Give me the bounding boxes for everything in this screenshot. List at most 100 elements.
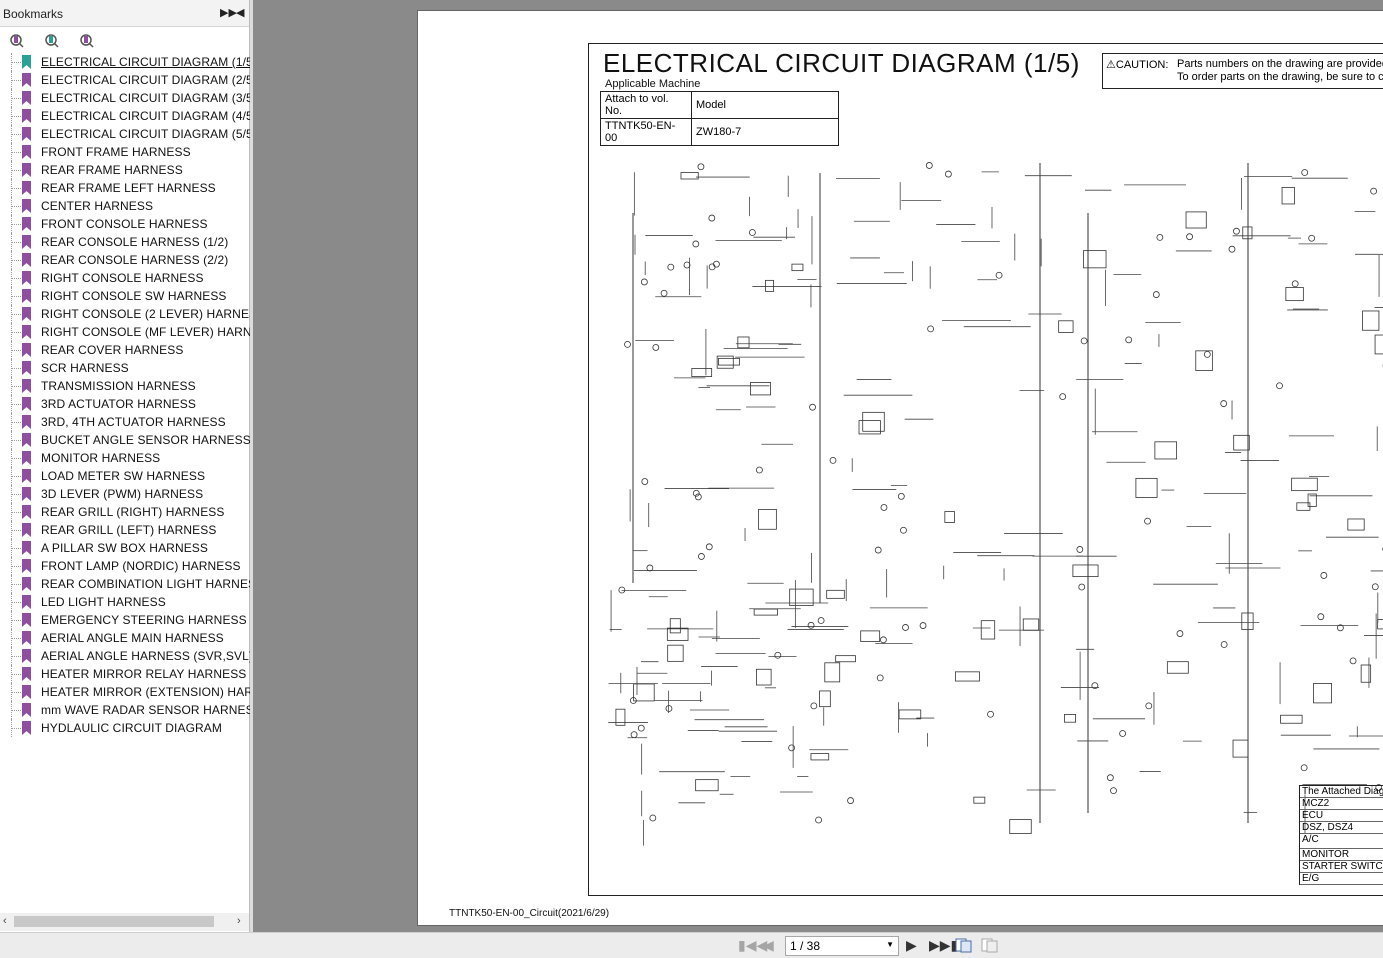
bookmark-item[interactable]: REAR COMBINATION LIGHT HARNESS [0, 575, 249, 593]
bookmark-item[interactable]: FRONT CONSOLE HARNESS [0, 215, 249, 233]
bookmark-item[interactable]: SCR HARNESS [0, 359, 249, 377]
bookmark-icon [22, 379, 31, 393]
bookmark-item[interactable]: RIGHT CONSOLE (MF LEVER) HARNES [0, 323, 249, 341]
bookmark-item[interactable]: REAR GRILL (RIGHT) HARNESS [0, 503, 249, 521]
bookmark-item[interactable]: BUCKET ANGLE SENSOR HARNESS [0, 431, 249, 449]
page-number-select[interactable]: 1 / 38 ▼ [785, 936, 899, 956]
schematic-mark [698, 164, 704, 170]
bookmark-item[interactable]: REAR FRAME HARNESS [0, 161, 249, 179]
horizontal-scrollbar[interactable]: ‹ › [0, 913, 249, 931]
back-view-icon[interactable] [955, 938, 973, 953]
next-page-icon[interactable]: ▶ [906, 937, 917, 954]
bookmark-item[interactable]: ELECTRICAL CIRCUIT DIAGRAM (5/5) [0, 125, 249, 143]
schematic-mark [638, 725, 644, 731]
schematic-mark [616, 709, 625, 725]
scroll-left-icon[interactable]: ‹ [3, 915, 7, 927]
prev-page-icon[interactable]: ◀ [763, 937, 774, 954]
tree-connector [11, 215, 22, 233]
bookmark-icon [22, 469, 31, 483]
bookmark-item[interactable]: 3RD, 4TH ACTUATOR HARNESS [0, 413, 249, 431]
tree-connector [11, 611, 22, 629]
bookmark-item[interactable]: RIGHT CONSOLE SW HARNESS [0, 287, 249, 305]
bookmark-item[interactable]: RIGHT CONSOLE HARNESS [0, 269, 249, 287]
bookmark-item[interactable]: REAR CONSOLE HARNESS (2/2) [0, 251, 249, 269]
schematic-mark [1010, 820, 1032, 834]
schematic-mark [1081, 338, 1087, 344]
schematic-mark [625, 341, 631, 347]
bookmark-item[interactable]: FRONT LAMP (NORDIC) HARNESS [0, 557, 249, 575]
bookmark-item[interactable]: LOAD METER SW HARNESS [0, 467, 249, 485]
bookmark-item[interactable]: REAR COVER HARNESS [0, 341, 249, 359]
bookmark-item[interactable]: MONITOR HARNESS [0, 449, 249, 467]
schematic-mark [1372, 584, 1378, 590]
bookmark-label: REAR GRILL (LEFT) HARNESS [41, 523, 216, 537]
schematic-mark [898, 493, 904, 499]
bookmark-item[interactable]: AERIAL ANGLE MAIN HARNESS [0, 629, 249, 647]
bookmark-item[interactable]: A PILLAR SW BOX HARNESS [0, 539, 249, 557]
bookmark-item[interactable]: mm WAVE RADAR SENSOR HARNESS [0, 701, 249, 719]
schematic-mark [810, 404, 816, 410]
schematic-mark [861, 631, 880, 642]
bookmark-item[interactable]: RIGHT CONSOLE (2 LEVER) HARNESS [0, 305, 249, 323]
bookmark-item[interactable]: REAR GRILL (LEFT) HARNESS [0, 521, 249, 539]
bookmark-delete-icon[interactable] [9, 33, 24, 48]
bookmark-label: EMERGENCY STEERING HARNESS [41, 613, 247, 627]
schematic-mark [693, 241, 699, 247]
schematic-mark [1313, 683, 1331, 702]
bookmark-icon [22, 451, 31, 465]
bookmark-icon [22, 325, 31, 339]
bookmark-icon [22, 163, 31, 177]
bookmark-item[interactable]: LED LIGHT HARNESS [0, 593, 249, 611]
schematic-mark [642, 479, 648, 485]
bookmark-item[interactable]: TRANSMISSION HARNESS [0, 377, 249, 395]
bookmark-item[interactable]: HEATER MIRROR RELAY HARNESS [0, 665, 249, 683]
caution-line-2: To order parts on the drawing, be sure t… [1177, 71, 1383, 83]
bookmark-label: LOAD METER SW HARNESS [41, 469, 205, 483]
bookmark-item[interactable]: ELECTRICAL CIRCUIT DIAGRAM (1/5) [0, 53, 249, 71]
last-page-icon[interactable]: ▶▶▮ [929, 937, 958, 954]
chevron-down-icon[interactable]: ▼ [886, 940, 894, 949]
schematic-mark [1177, 631, 1183, 637]
bookmark-item[interactable]: 3D LEVER (PWM) HARNESS [0, 485, 249, 503]
bookmark-item[interactable]: EMERGENCY STEERING HARNESS [0, 611, 249, 629]
legend-row: STARTER SWITCH [1300, 861, 1383, 873]
bookmark-item[interactable]: REAR FRAME LEFT HARNESS [0, 179, 249, 197]
schematic-mark [1155, 442, 1177, 459]
bookmark-add-icon[interactable] [44, 33, 59, 48]
bookmark-item[interactable]: FRONT FRAME HARNESS [0, 143, 249, 161]
bookmark-label: REAR COMBINATION LIGHT HARNESS [41, 577, 264, 591]
schematic-mark [1233, 740, 1248, 757]
bookmark-item[interactable]: ELECTRICAL CIRCUIT DIAGRAM (3/5) [0, 89, 249, 107]
schematic-mark [1318, 614, 1324, 620]
schematic-mark [903, 624, 909, 630]
bookmark-item[interactable]: HYDLAULIC CIRCUIT DIAGRAM [0, 719, 249, 737]
schematic-mark [709, 215, 715, 221]
bookmark-label: SCR HARNESS [41, 361, 129, 375]
forward-view-icon[interactable] [981, 938, 999, 953]
chevron-left-icon[interactable]: ◀ [236, 6, 244, 19]
bookmark-item[interactable]: AERIAL ANGLE HARNESS (SVR,SVL) [0, 647, 249, 665]
schematic-mark [1073, 565, 1098, 577]
legend-row: E/G [1300, 873, 1383, 885]
tree-connector [11, 53, 22, 71]
schematic-mark [1120, 731, 1126, 737]
schematic-mark [899, 710, 921, 719]
scroll-right-icon[interactable]: › [237, 915, 241, 927]
tree-connector [11, 467, 22, 485]
bookmark-item[interactable]: REAR CONSOLE HARNESS (1/2) [0, 233, 249, 251]
document-viewport[interactable]: ELECTRICAL CIRCUIT DIAGRAM (1/5) Applica… [253, 0, 1383, 932]
double-chevron-right-icon[interactable]: ▶▶ [220, 6, 237, 19]
bookmark-item[interactable]: ELECTRICAL CIRCUIT DIAGRAM (4/5) [0, 107, 249, 125]
bookmark-icon [22, 559, 31, 573]
schematic-mark [928, 326, 934, 332]
schematic-mark [863, 412, 885, 431]
scrollbar-thumb[interactable] [14, 916, 214, 927]
bookmark-item[interactable]: CENTER HARNESS [0, 197, 249, 215]
schematic-mark [1229, 246, 1235, 252]
bookmark-find-icon[interactable] [79, 33, 94, 48]
bookmark-item[interactable]: HEATER MIRROR (EXTENSION) HARN [0, 683, 249, 701]
bookmark-item[interactable]: ELECTRICAL CIRCUIT DIAGRAM (2/5) [0, 71, 249, 89]
schematic-mark [818, 618, 824, 624]
bookmark-item[interactable]: 3RD ACTUATOR HARNESS [0, 395, 249, 413]
schematic-mark [816, 817, 822, 823]
